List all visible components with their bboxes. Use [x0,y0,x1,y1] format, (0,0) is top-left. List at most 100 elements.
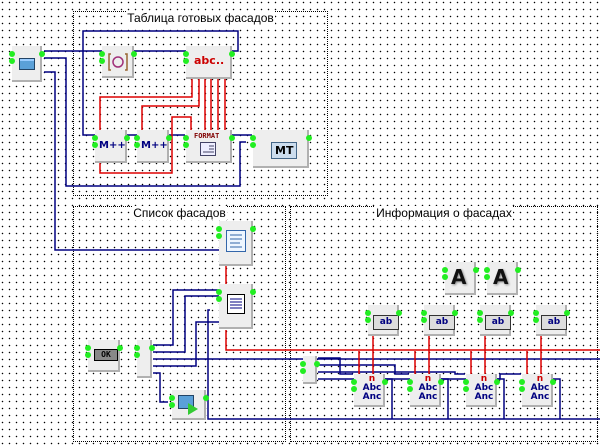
edit-icon: ab [373,315,399,330]
label-component-2[interactable]: A [484,262,521,295]
label-component-1[interactable]: A [442,262,479,295]
pin[interactable] [515,267,521,273]
pin[interactable] [9,51,15,57]
pin[interactable] [365,317,371,323]
ok-button-component[interactable]: OK [85,340,123,372]
pin[interactable] [99,58,105,64]
pin[interactable] [85,345,91,351]
list-component[interactable] [216,221,256,266]
pin[interactable] [396,310,402,316]
hub-component-2[interactable] [300,356,320,384]
run-component[interactable] [169,390,209,420]
pin[interactable] [134,142,140,148]
pin[interactable] [494,379,500,385]
memo-component[interactable] [216,284,256,329]
pin[interactable] [92,135,98,141]
pin[interactable] [300,368,306,374]
form-component[interactable] [9,46,45,82]
pin[interactable] [203,395,209,401]
pin[interactable] [216,296,222,302]
pin[interactable] [124,135,130,141]
pin[interactable] [533,317,539,323]
pin[interactable] [250,135,256,141]
pin[interactable] [306,135,312,141]
edit-component-3[interactable]: ab [477,305,514,336]
loop-component[interactable] [99,46,137,78]
pin[interactable] [519,379,525,385]
group-table[interactable]: Таблица готовых фасадов [73,11,328,196]
pin[interactable] [421,317,427,323]
pin[interactable] [452,310,458,316]
pin[interactable] [508,310,514,316]
pin[interactable] [216,226,222,232]
pin[interactable] [351,386,357,392]
pin[interactable] [442,274,448,280]
pin[interactable] [183,135,189,141]
pin[interactable] [442,267,448,273]
pin[interactable] [484,267,490,273]
pin[interactable] [463,386,469,392]
pin[interactable] [550,379,556,385]
pin[interactable] [99,51,105,57]
string-split-component[interactable]: abc.. [183,46,235,79]
pin[interactable] [365,310,371,316]
pin[interactable] [134,352,140,358]
pin[interactable] [250,142,256,148]
pin[interactable] [477,317,483,323]
pin[interactable] [9,58,15,64]
pin[interactable] [407,379,413,385]
pin[interactable] [250,226,256,232]
pin[interactable] [85,352,91,358]
pin[interactable] [183,51,189,57]
ok-button[interactable]: OK [94,349,118,361]
pin[interactable] [250,289,256,295]
pin[interactable] [39,51,45,57]
hub-component[interactable] [134,340,155,378]
edit-component-2[interactable]: ab [421,305,458,336]
group-list[interactable]: Список фасадов [73,206,286,442]
format-component[interactable]: FORMAT [183,130,235,163]
pin[interactable] [169,395,175,401]
pin[interactable] [473,267,479,273]
pin[interactable] [229,135,235,141]
pin[interactable] [131,51,137,57]
pin[interactable] [216,289,222,295]
pin[interactable] [134,135,140,141]
replace-from: Abc [418,383,438,393]
pin[interactable] [463,379,469,385]
counter-icon: M++ [99,140,126,151]
pin[interactable] [407,386,413,392]
pin[interactable] [519,386,525,392]
pin[interactable] [533,310,539,316]
pin[interactable] [421,310,427,316]
pin[interactable] [564,310,570,316]
pin[interactable] [477,310,483,316]
pin[interactable] [484,274,490,280]
pin[interactable] [300,361,306,367]
pin[interactable] [92,142,98,148]
edit-component-4[interactable]: ab [533,305,570,336]
pin[interactable] [166,135,172,141]
pin[interactable] [216,233,222,239]
pin[interactable] [351,379,357,385]
counter-component-1[interactable]: M++ [92,130,130,163]
pin[interactable] [183,58,189,64]
group-info[interactable]: Информация о фасадах [290,206,598,442]
pin[interactable] [382,379,388,385]
pin[interactable] [183,142,189,148]
table-component[interactable]: MT [250,130,312,168]
pin[interactable] [229,51,235,57]
replace-n: n [536,374,544,384]
counter-component-2[interactable]: M++ [134,130,172,163]
pin[interactable] [438,379,444,385]
pin[interactable] [314,361,320,367]
edit-component-1[interactable]: ab [365,305,402,336]
pin[interactable] [117,345,123,351]
pin[interactable] [149,345,155,351]
pin[interactable] [169,402,175,408]
pin[interactable] [134,345,140,351]
